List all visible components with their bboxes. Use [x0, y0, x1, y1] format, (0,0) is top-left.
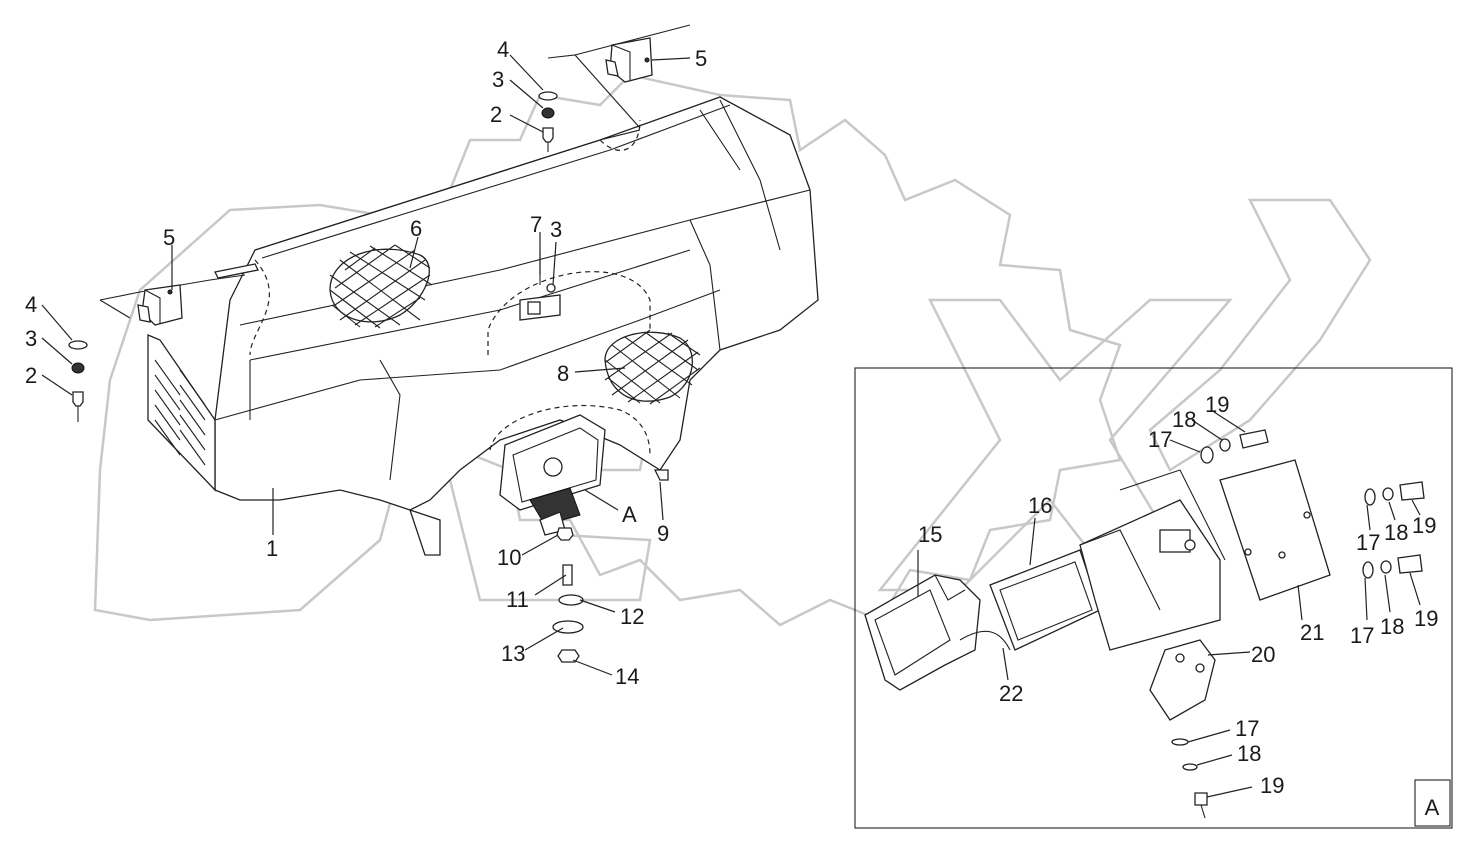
callout-11: 11	[506, 587, 529, 612]
detail-view-label: A	[1425, 795, 1440, 820]
callout-19-b: 19	[1412, 513, 1436, 538]
detail-part-21	[1219, 459, 1331, 601]
callout-14: 14	[615, 664, 639, 689]
lamp-assembly	[499, 414, 606, 536]
callout-17-c: 17	[1350, 623, 1374, 648]
callout-A: A	[622, 502, 637, 527]
callout-2-left: 2	[25, 363, 37, 388]
detail-part-20	[1149, 639, 1216, 721]
hood-cover	[214, 96, 819, 556]
mesh-panel-8	[604, 329, 701, 405]
callout-16: 16	[1028, 493, 1052, 518]
leader-lines	[41, 54, 1421, 798]
callout-17-d: 17	[1235, 716, 1259, 741]
callout-2-top: 2	[490, 102, 502, 127]
fasteners-left	[68, 340, 88, 422]
callout-18-a: 18	[1172, 407, 1196, 432]
detail-view-frame	[854, 367, 1453, 829]
callout-9: 9	[657, 521, 669, 546]
callout-21: 21	[1300, 620, 1324, 645]
callout-1: 1	[266, 536, 278, 561]
callout-3-top: 3	[492, 67, 504, 92]
callout-20: 20	[1251, 642, 1275, 667]
mesh-panel-6	[329, 244, 433, 329]
inset-left	[249, 259, 270, 356]
callout-8: 8	[557, 361, 569, 386]
callout-19-d: 19	[1260, 773, 1284, 798]
callout-5-left: 5	[163, 225, 175, 250]
callout-17-a: 17	[1148, 427, 1172, 452]
callout-22: 22	[999, 681, 1023, 706]
callout-13: 13	[501, 641, 525, 666]
callout-4-top: 4	[497, 37, 509, 62]
callout-labels: 4 3 2 5 5 4 3 2 6 7 3 8 1 A 9 10 11 12 1…	[25, 37, 1438, 798]
callout-18-b: 18	[1384, 520, 1408, 545]
callout-10: 10	[497, 545, 521, 570]
detail-part-15	[864, 574, 981, 691]
hinge-top	[547, 24, 691, 129]
fastener-stack	[552, 527, 584, 663]
callout-4-left: 4	[25, 292, 37, 317]
callout-18-c: 18	[1380, 614, 1404, 639]
callout-6: 6	[410, 216, 422, 241]
callout-5-top: 5	[695, 46, 707, 71]
callout-3-left: 3	[25, 326, 37, 351]
detail-part-box	[1079, 469, 1226, 651]
callout-3-center: 3	[550, 217, 562, 242]
detail-view-label-box	[1414, 779, 1451, 827]
inset-circle-center	[487, 271, 651, 355]
callout-19-c: 19	[1414, 606, 1438, 631]
callout-7: 7	[530, 212, 542, 237]
callout-15: 15	[918, 522, 942, 547]
bracket-9	[653, 469, 669, 481]
callout-19-a: 19	[1205, 392, 1229, 417]
callout-17-b: 17	[1356, 530, 1380, 555]
callout-18-d: 18	[1237, 741, 1261, 766]
detail-fasteners	[959, 429, 1425, 819]
side-grille	[147, 334, 216, 492]
latch-center	[519, 250, 561, 321]
hinge-left	[99, 263, 259, 326]
detail-part-16	[989, 549, 1101, 651]
fasteners-top	[538, 91, 558, 152]
callout-12: 12	[620, 604, 644, 629]
